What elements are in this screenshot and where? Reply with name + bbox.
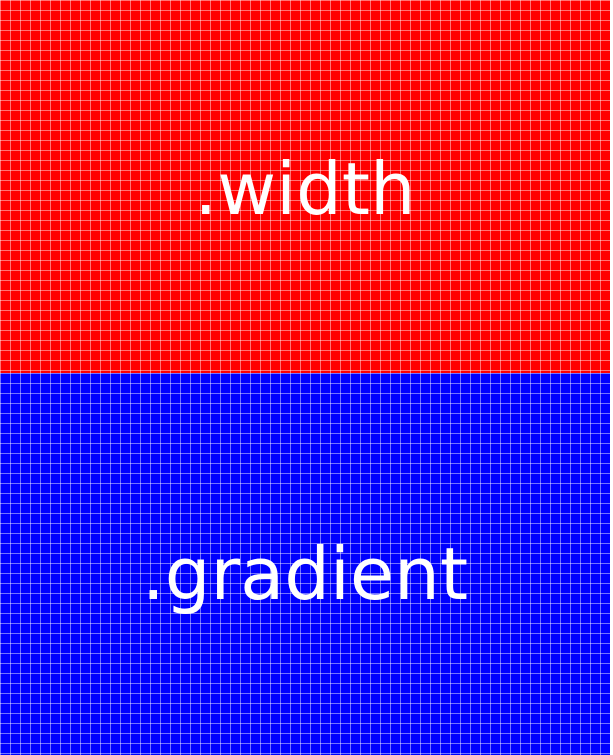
width-panel: .width [0,0,610,373]
gradient-panel: .gradient [0,373,610,755]
gradient-label: .gradient [141,532,469,616]
width-label: .width [194,146,416,231]
right-gutter [610,0,613,755]
